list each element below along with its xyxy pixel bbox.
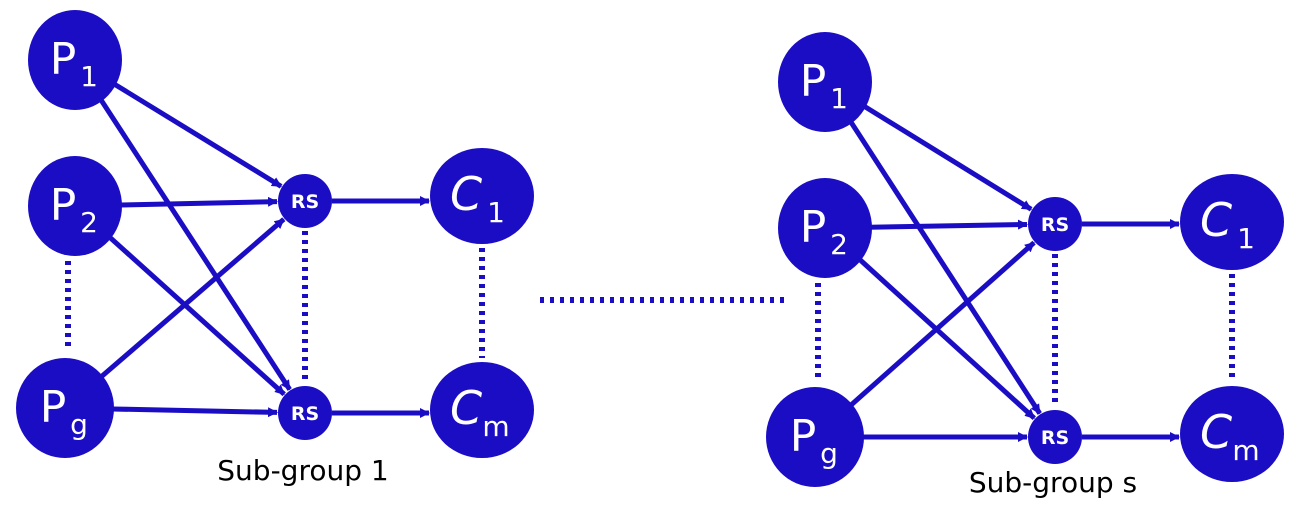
node-cm-circle [1180, 386, 1284, 482]
node-c1-letter: C [450, 167, 482, 221]
node-pg-letter: P [40, 382, 67, 433]
node-p2-letter: P [50, 180, 77, 231]
node-cm-subscript: m [1232, 434, 1259, 467]
edge-pg-rs_top [98, 217, 286, 380]
node-pg-subscript: g [820, 437, 838, 470]
node-c1-subscript: 1 [1237, 222, 1255, 255]
node-p2-circle [778, 178, 872, 278]
node-rs_top-label: RS [291, 191, 319, 213]
node-p2-subscript: 2 [830, 228, 848, 261]
node-rs_top-label: RS [1041, 214, 1069, 236]
node-p2-circle [28, 156, 122, 256]
node-rs_top: RS [278, 174, 332, 228]
node-p2-subscript: 2 [80, 206, 98, 239]
node-c1-letter: C [1200, 193, 1232, 247]
edge-p1-rs_bottom [97, 96, 292, 391]
node-cm-letter: C [450, 381, 482, 435]
node-rs_bottom-label: RS [1041, 427, 1069, 449]
node-p1-circle [28, 10, 122, 110]
node-cm-subscript: m [482, 410, 509, 443]
node-rs_bottom-circle [278, 386, 332, 440]
node-pg-circle [16, 358, 114, 458]
sub-group-caption: Sub-group s [969, 466, 1137, 499]
edge-p1-rs_top [861, 103, 1033, 212]
edge-p2-rs_top [119, 196, 279, 208]
node-p1-subscript: 1 [830, 82, 848, 115]
edge-p1-rs_bottom [847, 118, 1042, 415]
edge-pg-rs_bottom [111, 406, 279, 418]
node-cm-letter: C [1200, 405, 1232, 459]
node-p2-letter: P [800, 202, 827, 253]
node-rs_top-circle [1028, 197, 1082, 251]
node-c1-circle [1180, 174, 1284, 270]
edge-p1-rs_top [111, 81, 283, 189]
node-cm-circle [430, 362, 534, 458]
node-p1-letter: P [50, 34, 77, 85]
node-c1-circle [430, 148, 534, 244]
node-rs_bottom-circle [1028, 410, 1082, 464]
edge-pg-rs_top [848, 240, 1036, 408]
node-rs_top-circle [278, 174, 332, 228]
node-p1-circle [778, 32, 872, 132]
node-p1-letter: P [800, 56, 827, 107]
node-pg-circle [766, 387, 864, 487]
node-c1-subscript: 1 [487, 196, 505, 229]
node-pg-subscript: g [70, 408, 88, 441]
node-rs_bottom-label: RS [291, 403, 319, 425]
node-rs_bottom: RS [1028, 410, 1082, 464]
node-rs_bottom: RS [278, 386, 332, 440]
node-p1-subscript: 1 [80, 60, 98, 93]
node-rs_top: RS [1028, 197, 1082, 251]
node-pg-letter: P [790, 411, 817, 462]
edge-p2-rs_bottom [106, 234, 286, 397]
edge-p2-rs_top [869, 219, 1029, 230]
edge-p2-rs_bottom [856, 256, 1036, 421]
sub-group-caption: Sub-group 1 [217, 454, 388, 487]
